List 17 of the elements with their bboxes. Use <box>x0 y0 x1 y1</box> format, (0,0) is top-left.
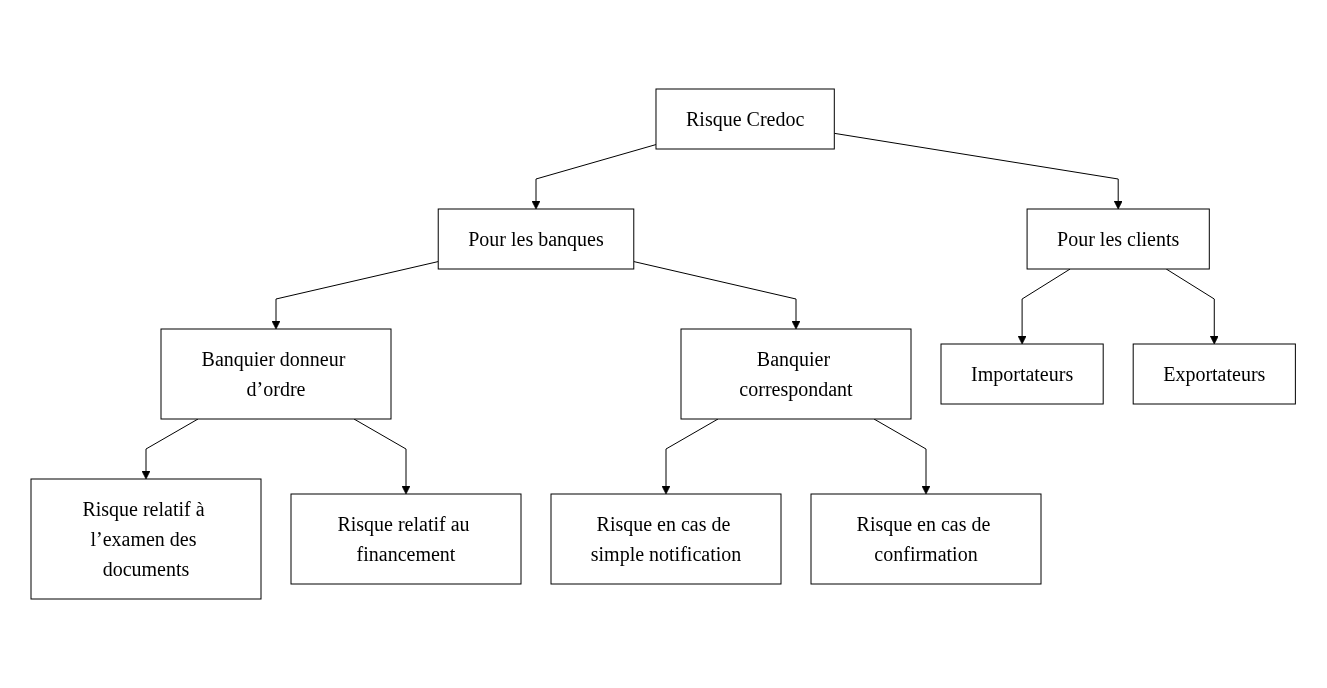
node-box: Pour les clients <box>1026 208 1211 270</box>
arrow <box>1018 268 1071 345</box>
node-box: Banquier correspondant <box>680 328 912 420</box>
node-box: Risque relatif à l’examen des documents <box>30 478 262 600</box>
node-box: Banquier donneur d’ordre <box>160 328 392 420</box>
arrow <box>531 144 657 210</box>
node-box: Pour les banques <box>438 208 635 270</box>
arrow <box>271 261 440 330</box>
node-box: Exportateurs <box>1133 343 1297 405</box>
node-box: Risque Credoc <box>655 88 836 150</box>
arrow <box>633 261 801 330</box>
node-box: Importateurs <box>940 343 1104 405</box>
arrow <box>834 132 1123 210</box>
arrow <box>1166 268 1219 345</box>
node-box: Risque relatif au financement <box>290 493 522 585</box>
node-box: Risque en cas de simple notification <box>550 493 782 585</box>
node-box: Risque en cas de confirmation <box>810 493 1042 585</box>
